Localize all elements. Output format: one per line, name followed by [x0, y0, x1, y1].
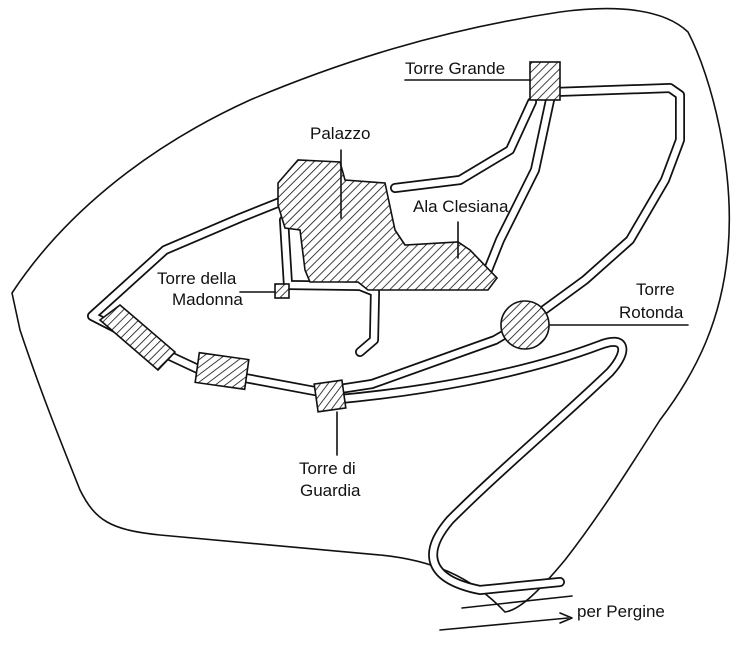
torre-grande-tower [529, 61, 561, 101]
ala-clesiana-label: Ala Clesiana [413, 197, 509, 216]
torre-di-guardia-label-1: Torre di [299, 459, 356, 478]
torre-di-guardia-tower [313, 379, 347, 413]
torre-di-guardia-label-2: Guardia [300, 481, 361, 500]
west-bastion [98, 303, 177, 372]
torre-rotonda-tower [500, 300, 550, 350]
torre-della-madonna-tower [274, 283, 290, 299]
torre-rotonda-label-2: Rotonda [619, 303, 684, 322]
torre-della-madonna-label-1: Torre della [157, 269, 237, 288]
south-bastion [194, 351, 250, 391]
palazzo-label: Palazzo [310, 124, 370, 143]
palazzo-building [277, 159, 499, 291]
torre-rotonda-label-1: Torre [636, 280, 675, 299]
hill-outline [11, 7, 731, 613]
per-pergine-label: per Pergine [577, 602, 665, 621]
torre-della-madonna-label-2: Madonna [172, 290, 243, 309]
torre-grande-label: Torre Grande [405, 59, 505, 78]
